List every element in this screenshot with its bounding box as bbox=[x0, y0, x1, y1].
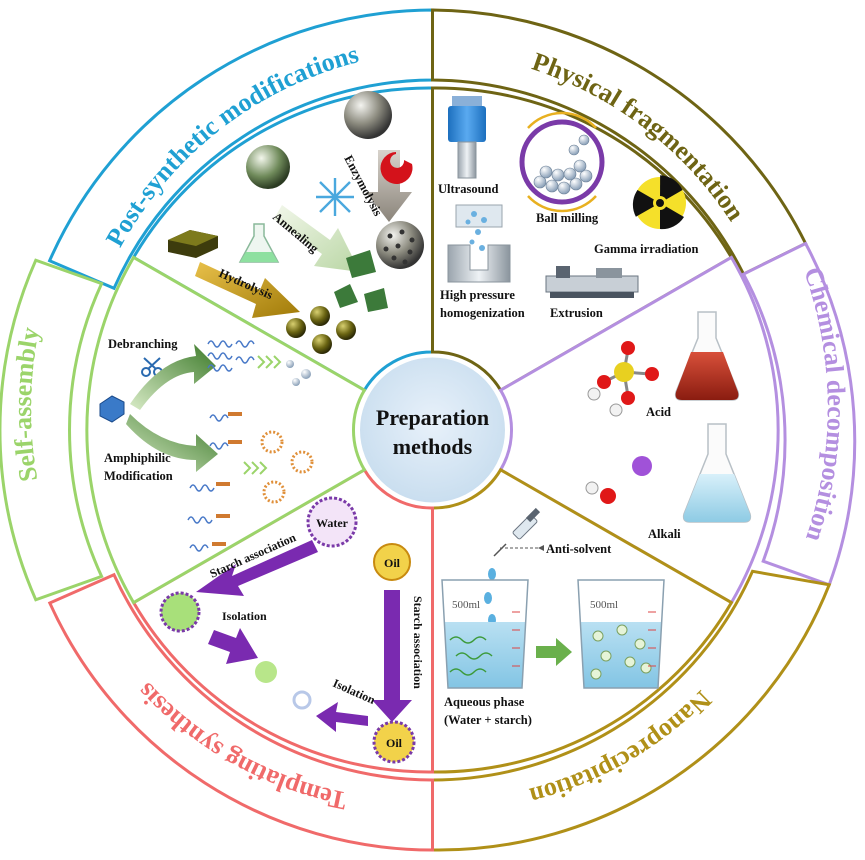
outer-band-chemical bbox=[741, 241, 857, 587]
label-oil-2: Oil bbox=[386, 736, 403, 750]
snowflake-icon bbox=[316, 178, 354, 216]
label-ball-milling: Ball milling bbox=[536, 211, 599, 225]
hydrolysis-arrow bbox=[195, 262, 300, 318]
extruder-icon bbox=[545, 266, 639, 298]
annealing-arrow bbox=[274, 205, 360, 272]
chevrons-bottom bbox=[243, 461, 268, 475]
label-oil-1: Oil bbox=[384, 556, 401, 570]
label-extrusion: Extrusion bbox=[550, 306, 603, 320]
label-water: Water bbox=[316, 516, 349, 530]
hollow-ring-particle bbox=[292, 690, 312, 710]
starch-granule-icon bbox=[99, 395, 125, 423]
arrow-isolation-2 bbox=[316, 702, 368, 732]
ultrasound-icon bbox=[448, 96, 486, 179]
green-fragments bbox=[334, 250, 388, 312]
arrow-isolation-1 bbox=[208, 628, 258, 664]
label-starch-association-2: Starch association bbox=[411, 596, 425, 689]
label-anti-solvent: Anti-solvent bbox=[546, 542, 612, 556]
homogenizer-icon bbox=[447, 204, 511, 283]
sector-nano bbox=[431, 467, 734, 774]
nano-arrow bbox=[536, 638, 572, 666]
beaker-2: 500ml bbox=[577, 579, 665, 689]
outer-band-post-synthetic bbox=[47, 8, 434, 291]
nano-content: Anti-solvent 500ml bbox=[441, 507, 665, 727]
oil-droplet-coated: Oil bbox=[372, 720, 416, 764]
debranched-chains bbox=[207, 340, 255, 372]
arrow-water-to-particle bbox=[196, 540, 318, 596]
starch-crystal-hexagon bbox=[168, 230, 218, 258]
self-assembly-content: Debranching Amphiphilic Modification bbox=[99, 337, 314, 552]
flask-icon bbox=[238, 223, 280, 263]
enzyme-icon bbox=[380, 152, 413, 184]
label-high-pressure: High pressure bbox=[440, 288, 515, 302]
sulfuric-acid-molecule bbox=[587, 341, 659, 417]
center-hub: Preparation methods bbox=[357, 354, 508, 506]
pores bbox=[383, 229, 415, 265]
label-modification: Modification bbox=[104, 469, 173, 483]
label-gamma-irradiation: Gamma irradiation bbox=[594, 242, 699, 256]
label-amphiphilic: Amphiphilic bbox=[104, 451, 171, 465]
red-flask bbox=[674, 311, 740, 401]
outer-ring bbox=[0, 8, 857, 852]
arrow-oil-down bbox=[372, 590, 412, 722]
beaker-1: 500ml bbox=[441, 579, 529, 689]
label-homogenization: homogenization bbox=[440, 306, 525, 320]
oil-droplet-top: Oil bbox=[373, 543, 411, 581]
center-title-line1: Preparation bbox=[376, 405, 489, 430]
olive-nanoparticles bbox=[286, 306, 356, 354]
center-circle bbox=[357, 354, 508, 506]
label-debranching: Debranching bbox=[108, 337, 178, 351]
hydrophobic-tails bbox=[212, 412, 242, 546]
radiation-icon bbox=[632, 175, 686, 230]
enzymolysis-arrow bbox=[366, 150, 412, 222]
chemical-content: Acid Alkali bbox=[585, 311, 752, 541]
water-micelle: Water bbox=[306, 496, 358, 548]
naoh-molecule bbox=[585, 456, 652, 504]
nanospheres bbox=[286, 360, 311, 386]
micelles bbox=[260, 430, 314, 504]
sector-templating bbox=[131, 467, 434, 774]
center-title-line2: methods bbox=[393, 434, 473, 459]
chevrons-top bbox=[257, 355, 282, 369]
hollow-particle-green bbox=[255, 661, 277, 683]
syringe-icon bbox=[493, 507, 544, 557]
label-acid: Acid bbox=[646, 405, 671, 419]
green-sphere bbox=[246, 145, 290, 189]
outer-band-templating bbox=[47, 572, 434, 852]
beaker-2-volume: 500ml bbox=[590, 599, 618, 611]
sector-self-assembly bbox=[85, 255, 367, 605]
large-grey-sphere bbox=[344, 91, 392, 139]
ball-milling-icon bbox=[519, 111, 605, 213]
label-alkali: Alkali bbox=[648, 527, 681, 541]
blue-flask bbox=[682, 423, 752, 523]
amphiphilic-arrow bbox=[126, 414, 218, 472]
debranching-arrow bbox=[130, 344, 216, 410]
amphiphilic-chains bbox=[187, 414, 229, 552]
label-isolation-1: Isolation bbox=[222, 609, 267, 623]
outer-band-self-assembly bbox=[0, 258, 104, 602]
label-water-starch: (Water + starch) bbox=[444, 713, 532, 727]
beaker-1-volume: 500ml bbox=[452, 599, 480, 611]
label-aqueous-phase: Aqueous phase bbox=[444, 695, 525, 709]
sector-physical bbox=[431, 86, 734, 393]
label-ultrasound: Ultrasound bbox=[438, 182, 498, 196]
coated-particle bbox=[159, 591, 201, 633]
physical-content: Ultrasound Ball milling Gamma irradiatio… bbox=[438, 96, 699, 320]
